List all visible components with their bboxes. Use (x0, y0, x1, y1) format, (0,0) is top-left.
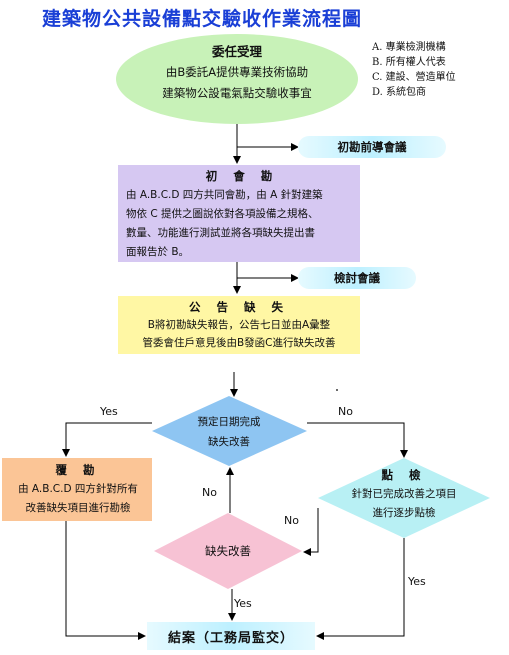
check-diamond (318, 458, 490, 538)
initial-line1: 由 A.B.C.D 四方共同會勘，由 A 針對建築 (126, 189, 323, 201)
reinspect-heading: 覆 勘 (55, 463, 101, 477)
label-no-right: No (338, 405, 353, 418)
commission-ellipse (116, 34, 358, 124)
review-meeting-pill (298, 267, 416, 289)
legend-item-c: C. 建設、營造單位 (372, 72, 456, 83)
announce-line1: B將初勘缺失報告，公告七日並由A彙整 (147, 319, 331, 331)
decision-text: 預定日期完成 缺失改善 (174, 412, 284, 452)
review-meeting-label: 檢討會議 (334, 271, 380, 285)
page-title: 建築物公共設備點交驗收作業流程圖 (42, 8, 363, 30)
announce-step: 公 告 缺 失 B將初勘缺失報告，公告七日並由A彙整 管委會住戶意見後由B發函C… (118, 298, 360, 352)
decision-line2: 缺失改善 (208, 436, 250, 448)
announce-heading: 公 告 缺 失 (188, 300, 289, 314)
initial-step: 初 會 勘 由 A.B.C.D 四方共同會勘，由 A 針對建築 物依 C 提供之… (120, 167, 358, 262)
commission-heading: 委任受理 (211, 44, 262, 59)
label-yes-bottom: Yes (234, 597, 252, 610)
check-heading: 點 檢 (381, 468, 427, 482)
defect-fix-diamond (154, 513, 302, 589)
initial-line3: 數量、功能進行測試並將各項缺失提出書 (126, 227, 315, 239)
legend-item-b: B. 所有權人代表 (372, 57, 446, 68)
label-yes-left: Yes (100, 405, 118, 418)
arrow-reinspect-final (65, 521, 146, 640)
decision-diamond (152, 396, 307, 466)
label-no-up: No (202, 486, 217, 499)
arrow-yes-check (316, 538, 405, 640)
initial-box (118, 165, 360, 262)
defect-fix-label: 缺失改善 (205, 544, 251, 558)
label-yes-check: Yes (408, 575, 426, 588)
legend-item-a: A. 專業檢測機構 (372, 42, 446, 53)
commission-line2: 建築物公設電氣點交驗收事宜 (162, 86, 312, 100)
pre-meeting-pill (298, 136, 446, 158)
announce-line2: 管委會住戶意見後由B發函C進行缺失改善 (142, 337, 336, 349)
announce-box (118, 296, 360, 354)
pre-meeting-label: 初勘前導會議 (337, 140, 407, 154)
check-step: 點 檢 針對已完成改善之項目 進行逐步點檢 (334, 466, 474, 523)
label-no-check: No (284, 514, 299, 527)
arrow-no-check (303, 508, 319, 556)
final-box (147, 622, 315, 650)
arrow-yes-left (62, 422, 152, 457)
check-line2: 進行逐步點檢 (372, 507, 436, 519)
arrow-no-right (307, 422, 408, 458)
stray-dot (336, 389, 338, 391)
check-line1: 針對已完成改善之項目 (351, 488, 457, 500)
initial-line4: 面報告於 B。 (126, 246, 190, 258)
commission-step: 委任受理 由B委託A提供專業技術協助 建築物公設電氣點交驗收事宜 (130, 41, 344, 104)
reinspect-box (2, 458, 152, 521)
decision-line1: 預定日期完成 (197, 416, 261, 428)
legend: A. 專業檢測機構 B. 所有權人代表 C. 建設、營造單位 D. 系統包商 (372, 40, 456, 100)
reinspect-step: 覆 勘 由 A.B.C.D 四方針對所有 改善缺失項目進行勘檢 (4, 461, 152, 518)
commission-line1: 由B委託A提供專業技術協助 (165, 65, 309, 79)
initial-heading: 初 會 勘 (205, 169, 279, 183)
reinspect-line2: 改善缺失項目進行勘檢 (25, 502, 131, 514)
final-label: 結案（工務局監交） (167, 631, 294, 646)
legend-item-d: D. 系統包商 (372, 87, 427, 98)
reinspect-line1: 由 A.B.C.D 四方針對所有 (18, 483, 138, 495)
initial-line2: 物依 C 提供之圖說依對各項設備之規格、 (126, 208, 319, 220)
